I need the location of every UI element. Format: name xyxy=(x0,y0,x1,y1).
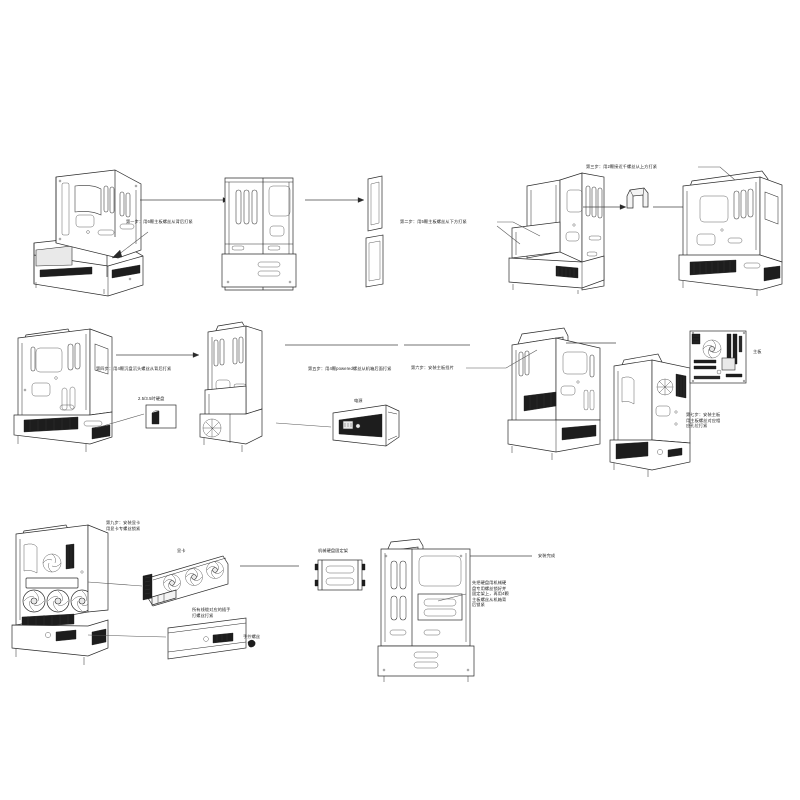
flow-arrow-1 xyxy=(140,197,230,203)
leader-step-2 xyxy=(496,221,541,245)
hdd-part-icon xyxy=(145,404,177,429)
flow-arrow-3 xyxy=(583,204,627,210)
chassis-step7 xyxy=(609,353,691,477)
motherboard-backplate xyxy=(55,169,142,259)
chassis-upright-step2 xyxy=(508,172,605,294)
leader-hdd xyxy=(95,413,145,429)
step-9-label: 第九步：安装显卡 用显卡专螺丝锁紧 xyxy=(106,520,141,531)
leader-step-6 xyxy=(466,349,538,369)
finish-note-label: 安装完成 xyxy=(538,553,556,558)
leader-psu xyxy=(275,422,332,428)
side-rail-panel-bottom xyxy=(365,234,384,288)
psu-part-icon xyxy=(332,404,400,447)
motherboard-part-label: 主板 xyxy=(753,349,762,354)
gpu-part-label: 显卡 xyxy=(177,548,186,553)
step-2-label: 第二步：用5颗主板螺丝从下方打紧 xyxy=(400,219,467,224)
side-rail-panel-top xyxy=(367,175,383,232)
hdd-bracket-icon xyxy=(314,559,366,591)
gpu-part-icon xyxy=(142,555,229,607)
leader-hdd-bracket-note xyxy=(437,593,467,602)
step-5-label: 第五步：用4颗powered螺丝从机箱后面打紧 xyxy=(308,366,392,371)
flow-arrow-5 xyxy=(116,352,200,358)
leader-side-panel xyxy=(87,634,167,638)
front-fan-group xyxy=(22,589,94,613)
chassis-with-handle xyxy=(678,170,783,296)
flow-arrow-2 xyxy=(305,197,365,203)
leader-gpu xyxy=(87,581,143,587)
chassis-full-build xyxy=(11,524,109,665)
step-4-label: 第四步：用4颗沉盘沉头螺丝从背后打紧 xyxy=(96,366,172,371)
psu-part-label: 电源 xyxy=(354,398,363,403)
step-3-label: 第三步：用2颗接近千螺丝从上方打紧 xyxy=(586,164,658,169)
hdd-bracket-step-label: 先把硬盘用机械硬 盘专用螺丝锁好并 固定架上，再用4颗 主板螺丝从机箱背 后锁紧 xyxy=(472,580,509,608)
chassis-finished xyxy=(377,538,475,682)
hdd-bracket-part-label: 机械硬盘固定架 xyxy=(318,548,349,553)
assembled-frame xyxy=(221,177,297,291)
leader-step-3 xyxy=(698,166,736,181)
step-1-label: 第一步：用6颗主板螺丝从背后打紧 xyxy=(126,219,193,224)
motherboard-part-icon xyxy=(689,330,747,384)
side-panel-step-label: 所有线缆对应的插手 打螺丝打紧 xyxy=(192,607,231,618)
chassis-step5 xyxy=(199,321,263,452)
side-panel-icon xyxy=(167,617,247,660)
leader-step-1 xyxy=(117,231,149,256)
chassis-step4 xyxy=(13,328,113,452)
step-7-label: 第七步：安装主板 用主板螺丝对应相 应孔位打紧 xyxy=(686,412,721,429)
thumbscrew-part-label: 手拧螺丝 xyxy=(243,634,261,639)
top-handle-bracket xyxy=(626,187,649,209)
thumbscrew-icon xyxy=(247,639,256,648)
chassis-step6 xyxy=(507,327,601,460)
hdd-part-label: 2.5/3.5吋硬盘 xyxy=(138,396,165,401)
step-6-label: 第六步：安装主板挡片 xyxy=(411,365,454,370)
